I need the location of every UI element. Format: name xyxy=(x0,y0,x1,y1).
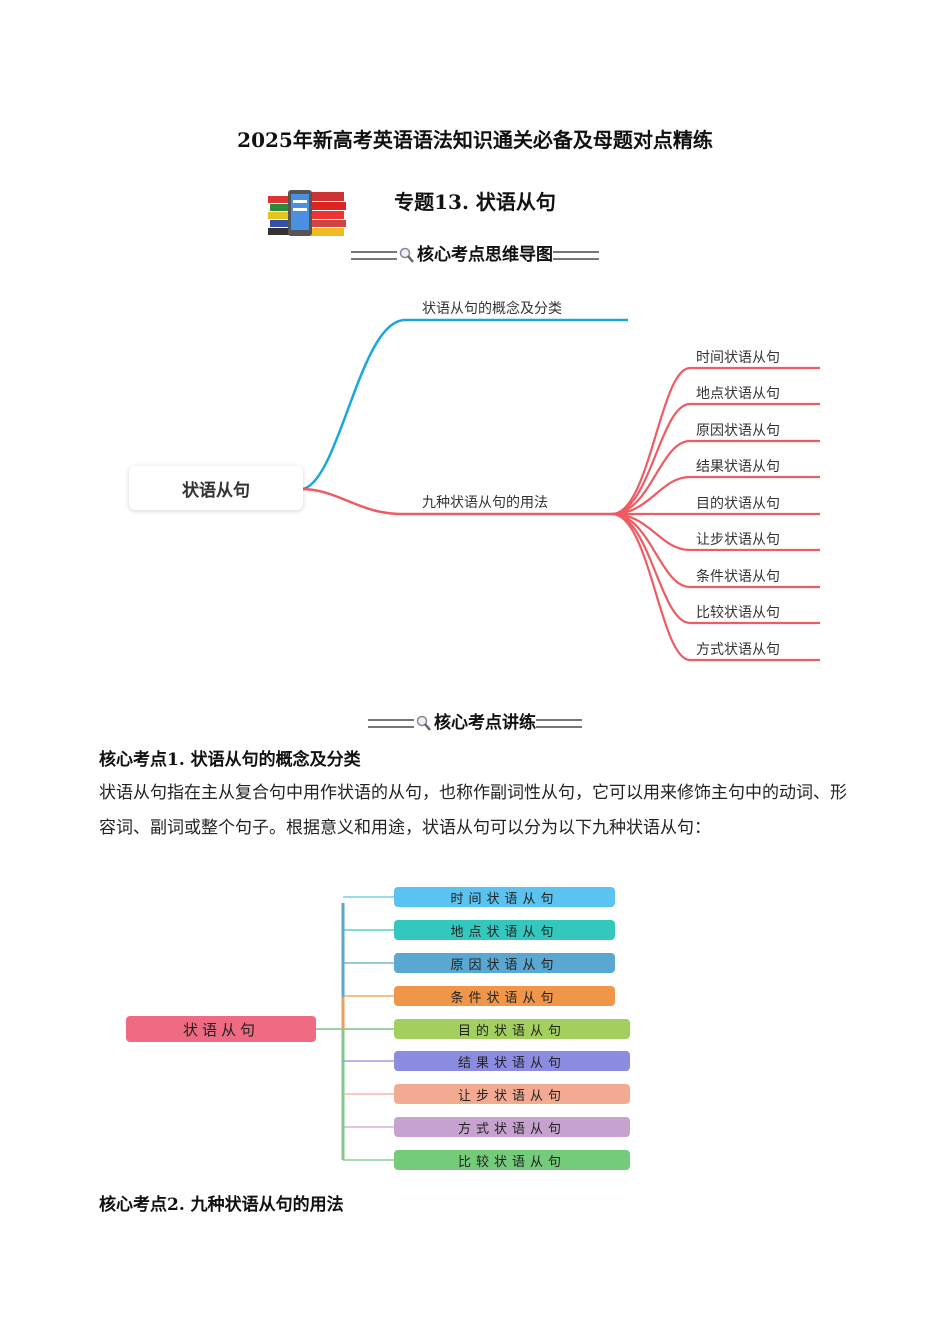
leaf-label: 地点状语从句 xyxy=(696,386,780,402)
double-rule xyxy=(368,719,414,728)
magnifier-icon xyxy=(416,715,431,731)
classification-node: 比较状语从句 xyxy=(394,1150,630,1170)
classification-node: 地点状语从句 xyxy=(394,920,615,940)
branch-concept-label: 状语从句的概念及分类 xyxy=(422,300,562,317)
classification-node: 条件状语从句 xyxy=(394,986,615,1006)
section-heading-mindmap: 核心考点思维导图 xyxy=(0,240,950,265)
books-icon xyxy=(268,190,346,236)
leaf-label: 目的状语从句 xyxy=(696,496,780,512)
leaf-label: 让步状语从句 xyxy=(696,532,780,548)
classification-node: 原因状语从句 xyxy=(394,953,615,973)
double-rule xyxy=(351,251,397,260)
mindmap-diagram: 状语从句的概念及分类 九种状语从句的用法 时间状语从句 地点状语从句 原因状语从… xyxy=(302,300,820,662)
leaf-label: 条件状语从句 xyxy=(696,568,780,585)
classification-diagram-connectors xyxy=(316,896,394,1161)
branch-usage-label: 九种状语从句的用法 xyxy=(422,495,548,511)
classification-node: 目的状语从句 xyxy=(394,1019,630,1039)
leaf-label: 方式状语从句 xyxy=(696,642,780,658)
section-heading-text: 核心考点思维导图 xyxy=(417,245,553,265)
section-heading-lecture: 核心考点讲练 xyxy=(0,708,950,733)
double-rule xyxy=(536,719,582,728)
topic-title: 专题13. 状语从句 xyxy=(394,190,556,214)
leaf-label: 原因状语从句 xyxy=(696,423,780,439)
classification-node: 结果状语从句 xyxy=(394,1051,630,1071)
leaf-label: 比较状语从句 xyxy=(696,605,780,621)
classification-node: 时间状语从句 xyxy=(394,887,615,907)
section-heading-text: 核心考点讲练 xyxy=(434,713,536,733)
magnifier-icon xyxy=(399,247,414,263)
point2-title: 核心考点2. 九种状语从句的用法 xyxy=(99,1195,344,1215)
leaf-label: 结果状语从句 xyxy=(696,459,780,475)
classification-node: 让步状语从句 xyxy=(394,1084,630,1104)
double-rule xyxy=(553,251,599,260)
point1-body: 状语从句指在主从复合句中用作状语的从句，也称作副词性从句，它可以用来修饰主句中的… xyxy=(99,783,847,838)
classification-node: 方式状语从句 xyxy=(394,1117,630,1137)
classification-root-node: 状语从句 xyxy=(126,1016,316,1042)
mindmap-root-node: 状语从句 xyxy=(129,466,303,510)
leaf-label: 时间状语从句 xyxy=(696,350,780,366)
point1-title: 核心考点1. 状语从句的概念及分类 xyxy=(99,750,361,770)
document-title: 2025年新高考英语语法知识通关必备及母题对点精练 xyxy=(237,128,713,152)
